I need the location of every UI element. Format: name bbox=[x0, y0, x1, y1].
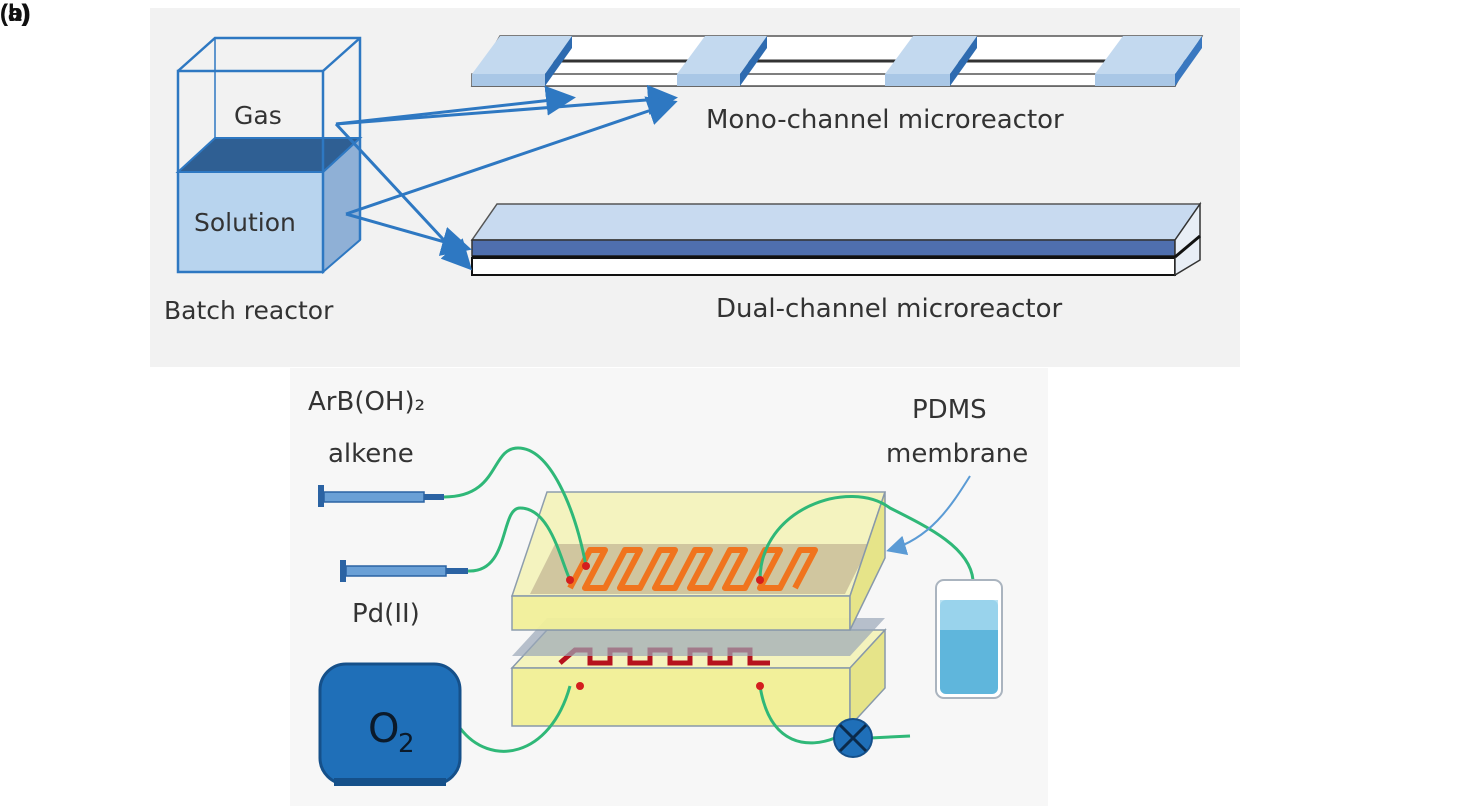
membrane-pointer-arrow bbox=[886, 475, 971, 555]
syringe-top bbox=[318, 485, 444, 507]
chip-top-layer bbox=[510, 491, 887, 631]
membrane-label-line2: membrane bbox=[886, 439, 1028, 469]
panel-b-diagram: ArB(OH)₂ alkene Pd(II) PDMS membrane bbox=[290, 368, 1048, 806]
dual-channel-label: Dual-channel microreactor bbox=[716, 294, 1062, 324]
panel-a-diagram: Gas Solution Batch reactor Mono-channel … bbox=[150, 8, 1240, 367]
o2-label: O bbox=[368, 706, 399, 752]
o2-tank-icon bbox=[318, 662, 462, 786]
o2-subscript: 2 bbox=[398, 729, 415, 759]
solution-label: Solution bbox=[194, 208, 296, 237]
reagent-label-line1: ArB(OH)₂ bbox=[308, 387, 425, 417]
catalyst-label: Pd(II) bbox=[352, 599, 420, 629]
dual-channel-microreactor bbox=[470, 201, 1202, 277]
membrane-label-line1: PDMS bbox=[912, 395, 987, 425]
batch-reactor-label: Batch reactor bbox=[164, 296, 334, 325]
tubing bbox=[443, 446, 975, 753]
mono-channel-label: Mono-channel microreactor bbox=[706, 105, 1064, 135]
panel-label-b: (b) bbox=[0, 0, 31, 27]
connection-ports bbox=[566, 562, 764, 690]
mono-channel-microreactor bbox=[470, 35, 1204, 87]
reagent-label-line2: alkene bbox=[328, 439, 414, 469]
valve-icon bbox=[833, 718, 873, 758]
panel-label-a: (a) bbox=[0, 0, 30, 27]
syringe-bottom bbox=[340, 560, 468, 582]
beaker-icon bbox=[935, 579, 1003, 699]
gas-label: Gas bbox=[234, 101, 282, 130]
flow-arrows bbox=[334, 84, 678, 271]
batch-reactor-cube bbox=[175, 36, 363, 275]
